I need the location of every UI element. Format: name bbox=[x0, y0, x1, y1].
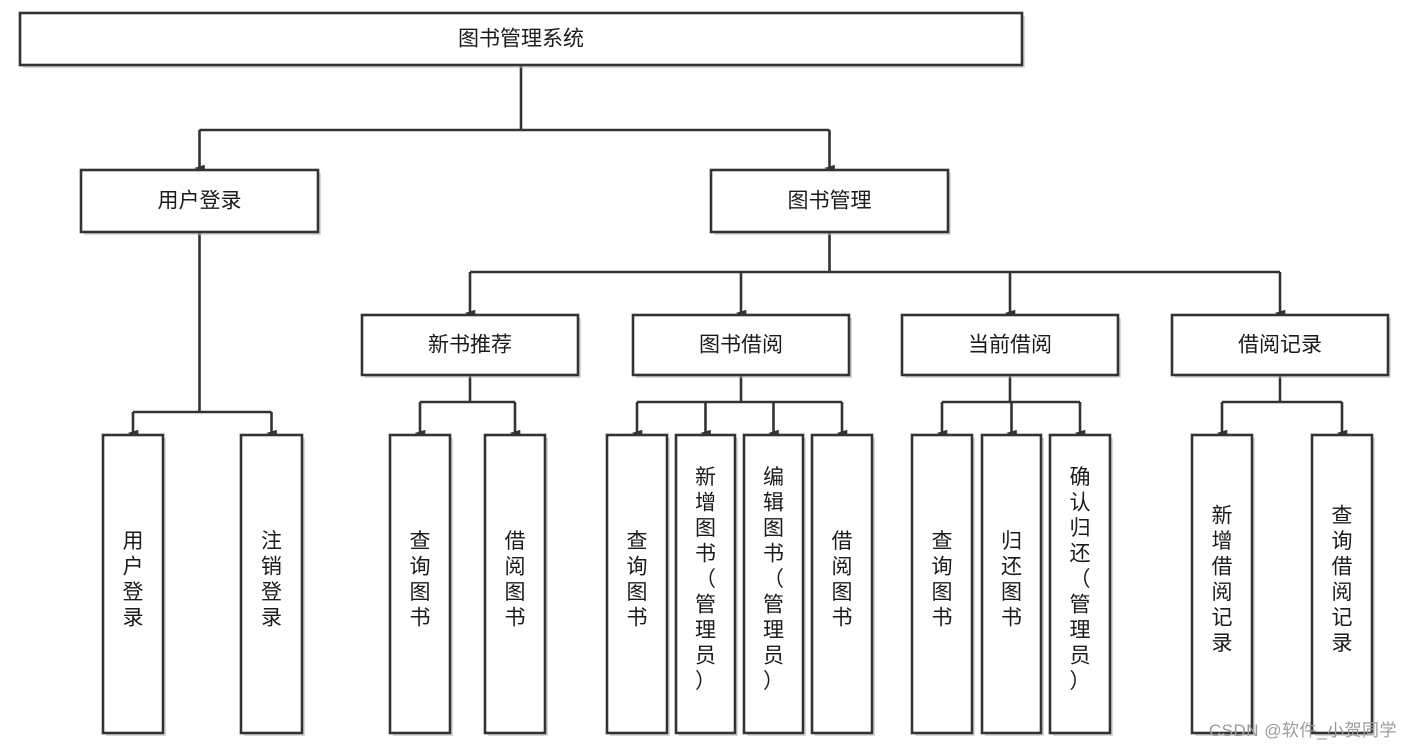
node-label: 借阅图书 bbox=[505, 530, 526, 630]
node-label: 当前借阅 bbox=[968, 334, 1052, 357]
node-label: 图书管理系统 bbox=[458, 28, 584, 51]
node-box[interactable] bbox=[79, 168, 320, 234]
node-label: 确认归还（管理员） bbox=[1070, 466, 1091, 693]
node-box[interactable] bbox=[18, 11, 1024, 67]
node-leaf-11[interactable]: 确认归还（管理员） bbox=[1048, 433, 1113, 736]
node-user-login[interactable]: 用户登录 bbox=[79, 168, 321, 235]
node-borrow-log[interactable]: 借阅记录 bbox=[1170, 313, 1391, 378]
node-label: 图书借阅 bbox=[699, 334, 783, 357]
node-leaf-9[interactable]: 查询图书 bbox=[910, 433, 975, 736]
node-label: 查询图书 bbox=[627, 530, 648, 630]
node-box[interactable] bbox=[980, 433, 1043, 735]
node-label: 用户登录 bbox=[123, 530, 144, 630]
node-label: 编辑图书（管理员） bbox=[763, 466, 784, 693]
node-leaf-6[interactable]: 新增图书（管理员） bbox=[674, 433, 738, 736]
node-box[interactable] bbox=[360, 313, 580, 377]
node-leaf-12[interactable]: 新增借阅记录 bbox=[1190, 433, 1255, 736]
node-root[interactable]: 图书管理系统 bbox=[18, 11, 1025, 68]
node-leaf-10[interactable]: 归还图书 bbox=[980, 433, 1044, 736]
edge-layer bbox=[127, 65, 1348, 437]
node-box[interactable] bbox=[742, 433, 805, 735]
node-label: 查询图书 bbox=[932, 530, 953, 630]
node-label: 借阅记录 bbox=[1238, 334, 1322, 357]
node-box[interactable] bbox=[810, 433, 874, 735]
node-box[interactable] bbox=[1048, 433, 1112, 735]
node-new-book-rec[interactable]: 新书推荐 bbox=[360, 313, 581, 378]
node-label: 新增图书（管理员） bbox=[695, 466, 716, 693]
node-leaf-8[interactable]: 借阅图书 bbox=[810, 433, 875, 736]
node-leaf-7[interactable]: 编辑图书（管理员） bbox=[742, 433, 806, 736]
node-box[interactable] bbox=[1170, 313, 1390, 377]
node-box[interactable] bbox=[483, 433, 547, 735]
node-label: 查询借阅记录 bbox=[1332, 504, 1353, 655]
node-label: 新书推荐 bbox=[428, 334, 512, 357]
node-label: 查询图书 bbox=[410, 530, 431, 630]
node-layer: 图书管理系统用户登录图书管理新书推荐图书借阅当前借阅借阅记录用户登录注销登录查询… bbox=[18, 11, 1391, 736]
node-book-borrow[interactable]: 图书借阅 bbox=[631, 313, 852, 378]
node-leaf-4[interactable]: 借阅图书 bbox=[483, 433, 548, 736]
node-label: 新增借阅记录 bbox=[1212, 504, 1233, 655]
node-box[interactable] bbox=[1190, 433, 1254, 735]
node-leaf-13[interactable]: 查询借阅记录 bbox=[1310, 433, 1375, 736]
node-book-manage[interactable]: 图书管理 bbox=[709, 168, 951, 235]
node-label: 借阅图书 bbox=[832, 530, 853, 630]
node-box[interactable] bbox=[910, 433, 974, 735]
node-leaf-5[interactable]: 查询图书 bbox=[605, 433, 670, 736]
node-box[interactable] bbox=[605, 433, 669, 735]
node-box[interactable] bbox=[1310, 433, 1374, 735]
node-box[interactable] bbox=[674, 433, 737, 735]
node-leaf-1[interactable]: 用户登录 bbox=[101, 433, 166, 736]
node-box[interactable] bbox=[239, 433, 304, 735]
node-box[interactable] bbox=[709, 168, 950, 234]
node-box[interactable] bbox=[101, 433, 165, 735]
node-box[interactable] bbox=[900, 313, 1120, 377]
node-label: 注销登录 bbox=[261, 530, 282, 630]
node-label: 图书管理 bbox=[788, 190, 872, 213]
node-cur-borrow[interactable]: 当前借阅 bbox=[900, 313, 1121, 378]
node-box[interactable] bbox=[388, 433, 452, 735]
node-leaf-2[interactable]: 注销登录 bbox=[239, 433, 305, 736]
node-box[interactable] bbox=[631, 313, 851, 377]
node-label: 用户登录 bbox=[158, 190, 242, 213]
node-label: 归还图书 bbox=[1001, 530, 1022, 630]
node-leaf-3[interactable]: 查询图书 bbox=[388, 433, 453, 736]
